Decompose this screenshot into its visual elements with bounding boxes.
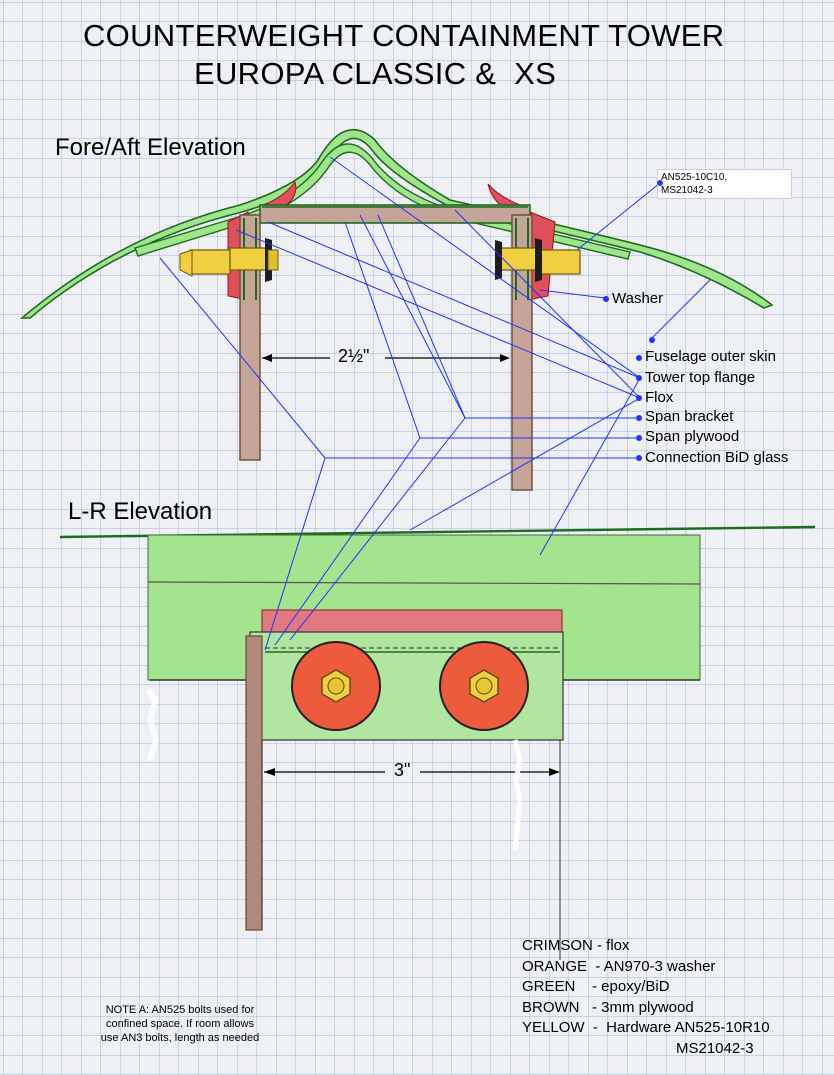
title-line-1: COUNTERWEIGHT CONTAINMENT TOWER bbox=[83, 18, 725, 53]
callout-fuselage-outer-skin: Fuselage outer skin bbox=[645, 348, 776, 365]
note-a: NOTE A: AN525 bolts used for confined sp… bbox=[80, 1003, 280, 1045]
legend-green: GREEN - epoxy/BiD bbox=[522, 978, 670, 995]
leader-dot bbox=[636, 375, 642, 381]
legend-yellow: YELLOW - Hardware AN525-10R10 bbox=[522, 1019, 770, 1036]
title-line-2: EUROPA CLASSIC & XS bbox=[194, 56, 557, 91]
callout-span-plywood: Span plywood bbox=[645, 428, 740, 445]
leader-dot bbox=[636, 355, 642, 361]
leader-dot bbox=[649, 337, 655, 343]
left-right-elevation bbox=[59, 525, 816, 960]
span-bracket-top bbox=[259, 204, 531, 224]
leader-dot bbox=[603, 296, 609, 302]
leader-dot bbox=[636, 435, 642, 441]
legend-crimson: CRIMSON - flox bbox=[522, 937, 630, 954]
note-line2: confined space. If room allows bbox=[106, 1018, 254, 1030]
callout-flox: Flox bbox=[645, 389, 674, 406]
section-fore-aft-label: Fore/Aft Elevation bbox=[55, 134, 246, 161]
hardware-callout-line1: AN525-10C10, bbox=[661, 172, 728, 183]
callout-span-bracket: Span bracket bbox=[645, 408, 734, 425]
leader-dot bbox=[657, 180, 663, 186]
legend-yellow-cont: MS21042-3 bbox=[676, 1039, 754, 1057]
callout-tower-top-flange: Tower top flange bbox=[645, 369, 756, 386]
fore-aft-elevation bbox=[19, 128, 774, 491]
leader-dot bbox=[636, 395, 642, 401]
legend-brown: BROWN - 3mm plywood bbox=[522, 998, 694, 1016]
legend-orange: ORANGE - AN970-3 washer bbox=[522, 957, 716, 975]
tower-leg-plywood bbox=[245, 635, 263, 931]
leader-lines bbox=[159, 156, 711, 651]
bolt-right bbox=[495, 238, 581, 282]
section-left-right-label: L-R Elevation bbox=[68, 498, 213, 525]
bolt-left bbox=[179, 238, 279, 282]
hardware-callout-line2: MS21042-3 bbox=[661, 185, 713, 196]
leader-dot bbox=[636, 415, 642, 421]
note-line1: NOTE A: AN525 bolts used for bbox=[105, 1004, 255, 1016]
dimension-fore-aft: 2½" bbox=[338, 346, 370, 366]
note-line3: use AN3 bolts, length as needed bbox=[100, 1032, 260, 1044]
callout-connection-bid-glass: Connection BiD glass bbox=[645, 449, 789, 466]
dimension-left-right: 3" bbox=[394, 760, 411, 780]
leader-dot bbox=[636, 455, 642, 461]
hardware-callout-box: AN525-10C10, MS21042-3 bbox=[657, 169, 792, 199]
callout-washer: Washer bbox=[612, 290, 664, 307]
